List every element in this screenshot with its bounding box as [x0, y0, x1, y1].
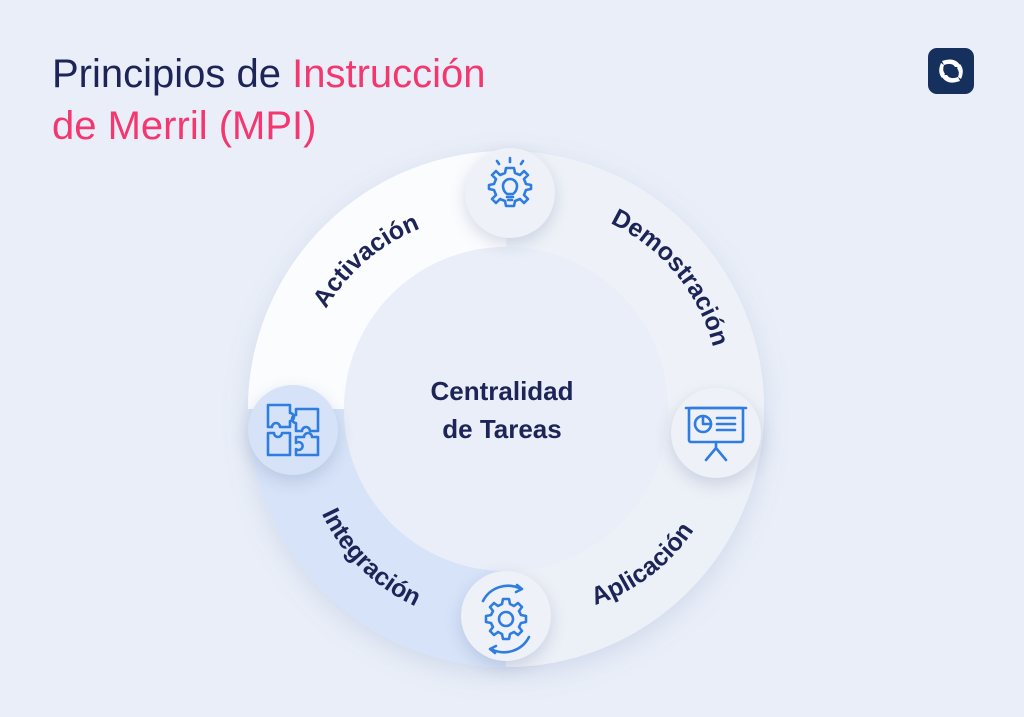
center-label: Centralidad de Tareas — [402, 372, 602, 448]
node-right — [671, 388, 761, 478]
title-part-1: Principios de — [52, 52, 293, 96]
page-title: Principios de Instrucción de Merril (MPI… — [52, 48, 486, 152]
ring-segment-activacion — [248, 151, 508, 411]
title-accent-1: Instrucción — [292, 52, 486, 96]
inner-circle — [344, 247, 668, 571]
brand-logo — [928, 48, 974, 94]
node-top — [465, 148, 555, 238]
center-label-line-2: de Tareas — [442, 414, 562, 444]
center-label-line-1: Centralidad — [430, 376, 574, 406]
logo-swirl-icon — [939, 59, 963, 83]
puzzle-icon — [266, 403, 320, 457]
node-bottom — [461, 571, 551, 661]
node-left — [248, 385, 338, 475]
gear-cycle-icon — [481, 583, 531, 655]
title-accent-2: de Merril (MPI) — [52, 104, 317, 148]
presentation-board-icon — [684, 406, 748, 462]
lightbulb-gear-icon — [487, 156, 533, 208]
